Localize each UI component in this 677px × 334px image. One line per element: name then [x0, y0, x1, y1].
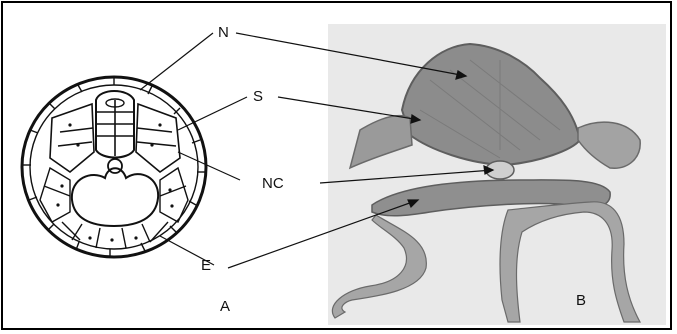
inner-ring [30, 85, 198, 249]
leader-n-to-a [140, 33, 213, 90]
somite-left [50, 104, 94, 172]
endoderm-cells [40, 168, 188, 248]
label-n: N [218, 25, 229, 40]
notochord [108, 159, 122, 173]
gut-cavity [72, 168, 158, 226]
somite-right [136, 104, 180, 172]
label-e: E [201, 258, 211, 273]
label-s: S [253, 89, 263, 104]
label-panel-b: B [576, 293, 586, 308]
label-nc: NC [262, 176, 284, 191]
panel-a-drawing [22, 77, 206, 257]
label-panel-a: A [220, 299, 230, 314]
panel-b-micrograph [328, 24, 666, 325]
leader-nc-to-a [178, 152, 240, 180]
